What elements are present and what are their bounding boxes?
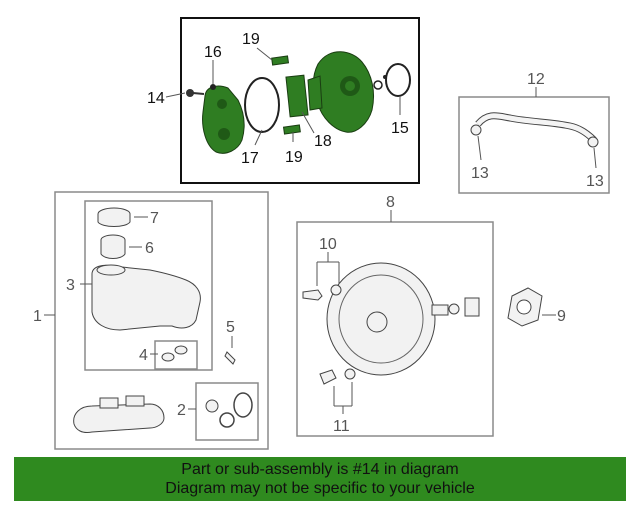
cover-bolt-16[interactable] (210, 84, 216, 90)
callout-14: 14 (147, 90, 165, 107)
seal-kit-nut[interactable] (205, 399, 219, 413)
reservoir-filler (96, 264, 126, 276)
vacuum-hose-inner (476, 113, 596, 142)
o-ring-17[interactable] (244, 77, 280, 133)
callout-6: 6 (145, 240, 154, 257)
master-cylinder[interactable] (73, 403, 165, 433)
hose-group-box (458, 96, 610, 194)
brake-booster-ring (338, 274, 424, 364)
booster-clevis[interactable] (448, 303, 460, 315)
grommet-group-box (154, 340, 198, 370)
pump-cover-boss (217, 99, 227, 109)
brake-booster-hub (366, 311, 388, 333)
callout-15: 15 (391, 120, 409, 137)
grommet-left[interactable] (161, 352, 175, 362)
booster-bracket[interactable] (464, 297, 480, 317)
strainer-body (100, 240, 126, 259)
vacuum-pump-group-box (180, 17, 420, 184)
callout-13-left: 13 (471, 165, 489, 182)
gasket-15[interactable] (385, 63, 411, 97)
pump-cover-boss (218, 128, 230, 140)
hose-clamp-left[interactable] (470, 124, 482, 136)
callout-10: 10 (319, 236, 337, 253)
callout-2: 2 (177, 402, 186, 419)
master-cylinder-group-box (54, 191, 269, 450)
callout-5: 5 (226, 319, 235, 336)
check-valve[interactable] (302, 289, 323, 301)
callout-4: 4 (139, 347, 148, 364)
callout-17: 17 (241, 150, 259, 167)
pump-body-port (345, 81, 355, 91)
reservoir-cap-body (97, 214, 131, 227)
callout-8: 8 (386, 194, 395, 211)
callout-19-bottom: 19 (285, 149, 303, 166)
grommet-11[interactable] (344, 368, 356, 380)
hose-clamp-right[interactable] (587, 136, 599, 148)
seal-kit-ring[interactable] (219, 412, 235, 428)
banner-line-1: Part or sub-assembly is #14 in diagram (181, 461, 459, 478)
gasket-hole (516, 299, 532, 315)
vane-19-bottom[interactable] (282, 124, 301, 135)
pump-cover[interactable] (202, 85, 245, 154)
callout-16: 16 (204, 44, 222, 61)
banner-line-2: Diagram may not be specific to your vehi… (165, 480, 475, 497)
master-cylinder-port (125, 395, 145, 407)
callout-3: 3 (66, 277, 75, 294)
callout-12: 12 (527, 71, 545, 88)
rotor-18[interactable] (285, 74, 309, 118)
callout-11: 11 (333, 418, 350, 435)
valve-11[interactable] (319, 369, 337, 385)
seal-kit-gasket[interactable] (233, 392, 253, 418)
callout-13-right: 13 (586, 173, 604, 190)
reservoir-group-box (84, 200, 213, 371)
booster-group-box (296, 221, 494, 437)
seal-kit-group-box (195, 382, 259, 441)
master-cylinder-port (99, 397, 119, 409)
bolt-14[interactable] (186, 89, 194, 97)
info-banner: Part or sub-assembly is #14 in diagram D… (14, 457, 626, 501)
bolt-14-shank (192, 92, 205, 95)
callout-9: 9 (557, 308, 566, 325)
small-o-ring (373, 80, 383, 90)
grommet-10[interactable] (330, 284, 342, 296)
callout-19-top: 19 (242, 31, 260, 48)
callout-7: 7 (150, 210, 159, 227)
callout-1: 1 (33, 308, 42, 325)
small-dowel (383, 75, 387, 79)
grommet-right[interactable] (174, 345, 188, 355)
vane-19-top[interactable] (271, 55, 290, 66)
booster-pushrod (431, 304, 449, 316)
pump-body-flange (307, 75, 323, 111)
callout-18: 18 (314, 133, 332, 150)
pin[interactable] (224, 351, 236, 365)
